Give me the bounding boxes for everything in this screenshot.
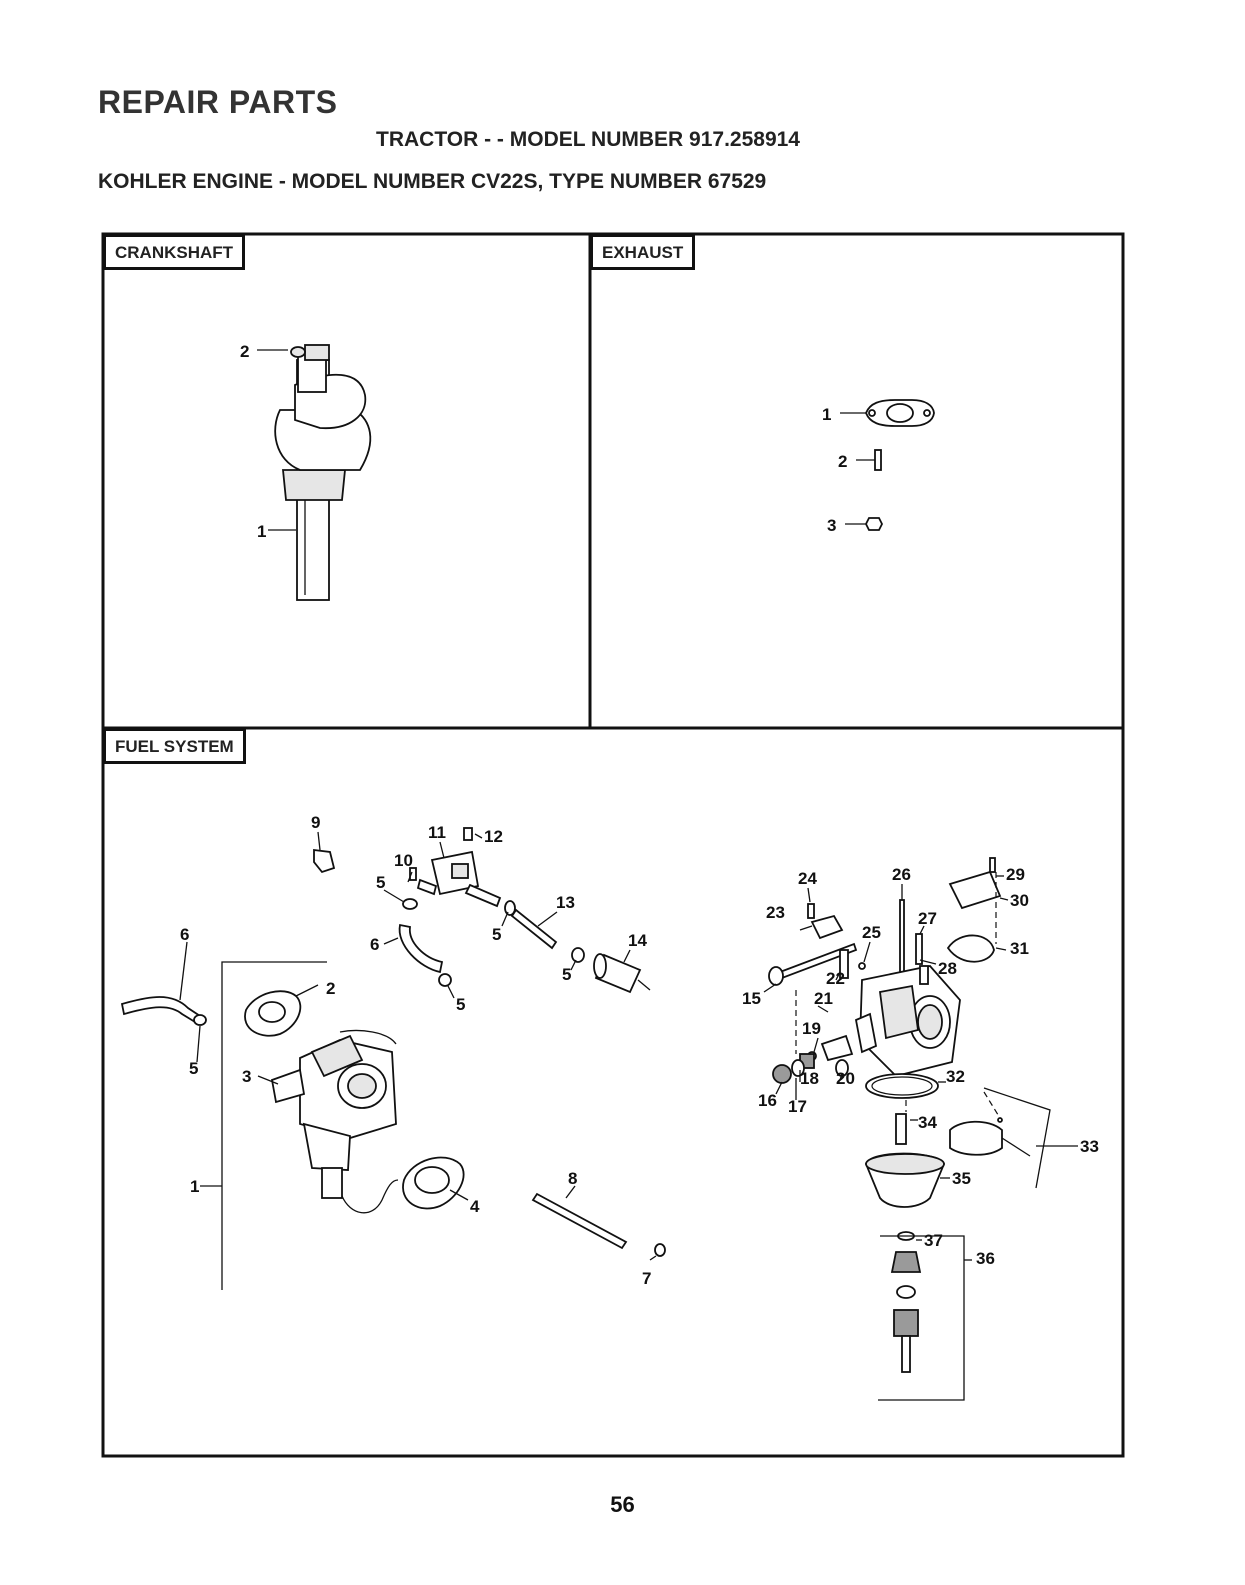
callout-fuel-30: 30 (1010, 891, 1029, 910)
crankshaft-key-seat (305, 345, 329, 360)
callout-fuel-28: 28 (938, 959, 957, 978)
callout-fuel-25: 25 (862, 923, 881, 942)
callout-fuel-2: 2 (326, 979, 335, 998)
callout-exhaust-1: 1 (822, 405, 831, 424)
callout-fuel-3: 3 (242, 1067, 251, 1086)
fuel-pump-screw-12 (464, 828, 472, 840)
screw-24 (808, 904, 814, 918)
callout-fuel-27: 27 (918, 909, 937, 928)
solenoid-36-body (894, 1310, 918, 1336)
cover-30 (950, 872, 1000, 908)
callout-fuel-16: 16 (758, 1091, 777, 1110)
callout-fuel-4: 4 (470, 1197, 480, 1216)
callout-fuel-20: 20 (836, 1069, 855, 1088)
gasket-31 (948, 935, 994, 961)
callout-fuel-5d: 5 (456, 995, 465, 1014)
carburetor-assembly-3 (272, 1031, 398, 1213)
exhaust-nut (866, 518, 882, 530)
fuel-clip-9 (314, 850, 334, 872)
exhaust-stud (875, 450, 881, 470)
crankshaft-illustration (275, 345, 370, 600)
fuel-hose-6a (400, 925, 442, 972)
hose-clamp-5a (403, 899, 417, 909)
callout-exhaust-2: 2 (838, 452, 847, 471)
diagram-frame (103, 234, 1123, 1456)
callout-fuel-5b: 5 (492, 925, 501, 944)
callout-fuel-15: 15 (742, 989, 761, 1008)
fuel-pump-outlet (466, 885, 500, 906)
callout-fuel-6b: 6 (180, 925, 189, 944)
idle-mixture-21 (822, 1036, 852, 1060)
callout-fuel-34: 34 (918, 1113, 937, 1132)
callout-fuel-37: 37 (924, 1231, 943, 1250)
choke-rod-8 (533, 1194, 626, 1248)
callout-crankshaft-2: 2 (240, 342, 249, 361)
callout-fuel-31: 31 (1010, 939, 1029, 958)
callout-fuel-19: 19 (802, 1019, 821, 1038)
page-number: 56 (0, 1492, 1245, 1518)
callout-fuel-7: 7 (642, 1269, 651, 1288)
callout-fuel-11: 11 (428, 823, 446, 842)
callout-fuel-32: 32 (946, 1067, 965, 1086)
callout-fuel-9: 9 (311, 813, 320, 832)
hose-clamp-5c (572, 948, 584, 962)
callout-fuel-13: 13 (556, 893, 575, 912)
callout-exhaust-3: 3 (827, 516, 836, 535)
callout-fuel-10: 10 (394, 851, 413, 870)
fuel-hose-6b (122, 997, 200, 1022)
callout-fuel-5a: 5 (376, 873, 385, 892)
callout-fuel-29: 29 (1006, 865, 1025, 884)
screw-16 (773, 1065, 791, 1083)
clip-7 (655, 1244, 665, 1256)
callout-fuel-18: 18 (800, 1069, 819, 1088)
ball-25 (859, 963, 865, 969)
callout-fuel-5e: 5 (189, 1059, 198, 1078)
callout-fuel-21: 21 (814, 989, 833, 1008)
screw-29 (990, 858, 995, 872)
callout-fuel-6a: 6 (370, 935, 379, 954)
callout-fuel-36: 36 (976, 1249, 995, 1268)
main-jet-34 (896, 1114, 906, 1144)
callout-fuel-14: 14 (628, 931, 647, 950)
callout-fuel-22: 22 (826, 969, 845, 988)
fuel-pump-inlet (418, 880, 436, 894)
section-title-fuel-system: FUEL SYSTEM (103, 728, 246, 764)
welch-plug-28 (920, 966, 928, 984)
callout-fuel-17: 17 (788, 1097, 807, 1116)
callout-fuel-12: 12 (484, 827, 503, 846)
callout-fuel-24: 24 (798, 869, 817, 888)
exhaust-gasket-illustration (866, 400, 934, 426)
screw-27 (916, 934, 922, 964)
hose-clamp-5e (194, 1015, 206, 1025)
carburetor-body (856, 966, 960, 1076)
choke-shaft-26 (900, 900, 904, 972)
callout-fuel-35: 35 (952, 1169, 971, 1188)
callout-fuel-23: 23 (766, 903, 785, 922)
hose-clamp-5b (505, 901, 515, 915)
callout-fuel-26: 26 (892, 865, 911, 884)
callout-fuel-5c: 5 (562, 965, 571, 984)
crankshaft-gear (283, 470, 345, 500)
throttle-plate-23 (812, 916, 842, 938)
crankshaft-key (291, 347, 305, 357)
callout-fuel-1: 1 (190, 1177, 199, 1196)
float-33 (950, 1122, 1002, 1155)
section-title-crankshaft: CRANKSHAFT (103, 234, 245, 270)
section-title-exhaust: EXHAUST (590, 234, 695, 270)
solenoid-36-top (892, 1252, 920, 1272)
callout-fuel-8: 8 (568, 1169, 577, 1188)
fuel-hose-13 (512, 910, 556, 948)
hose-clamp-5d (439, 974, 451, 986)
callout-crankshaft-1: 1 (257, 522, 266, 541)
callout-fuel-33: 33 (1080, 1137, 1099, 1156)
